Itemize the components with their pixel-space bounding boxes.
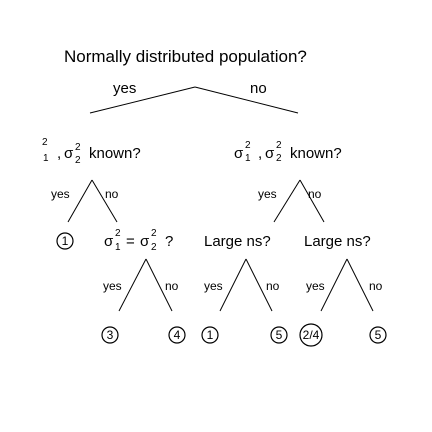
- svg-text:,: ,: [258, 145, 262, 162]
- svg-text:1: 1: [207, 328, 214, 342]
- svg-text:1: 1: [245, 153, 251, 164]
- svg-text:2: 2: [276, 153, 282, 164]
- svg-text:1: 1: [115, 242, 121, 253]
- root-yes-branch: [89, 86, 196, 114]
- large-ns-question-1: Large ns?: [204, 233, 271, 250]
- root-no-label: no: [250, 80, 267, 97]
- svg-text:2: 2: [245, 140, 251, 151]
- right-yes-branch: [273, 179, 301, 223]
- split-large-ns-2: yes no: [306, 258, 383, 312]
- svg-text:2: 2: [115, 228, 121, 239]
- svg-text:no: no: [266, 279, 280, 293]
- svg-text:1: 1: [43, 153, 49, 164]
- left-yes-branch: [67, 179, 93, 223]
- left-split-yes: yes: [51, 187, 70, 201]
- outcome-2-4: 2/4: [299, 323, 323, 347]
- right-no-branch: [299, 179, 325, 223]
- svg-text:?: ?: [165, 233, 173, 250]
- svg-text:2: 2: [151, 228, 157, 239]
- svg-text:σ: σ: [140, 233, 150, 250]
- left-variance-known-question: 2 1 , σ 2 2 known?: [42, 137, 141, 166]
- large-ns-question-2: Large ns?: [304, 233, 371, 250]
- svg-text:2: 2: [276, 140, 282, 151]
- root-no-branch: [194, 86, 299, 114]
- outcome-1-mid: 1: [201, 326, 219, 344]
- left-no-branch: [91, 179, 118, 223]
- svg-text:1: 1: [62, 234, 69, 248]
- svg-text:known?: known?: [290, 145, 342, 162]
- svg-text:σ: σ: [265, 145, 275, 162]
- svg-text:no: no: [369, 279, 383, 293]
- svg-text:2: 2: [75, 142, 81, 153]
- svg-text:2: 2: [151, 242, 157, 253]
- outcome-1-left: 1: [56, 232, 74, 250]
- svg-text:5: 5: [276, 328, 283, 342]
- split-equal-variance: yes no: [103, 258, 179, 312]
- svg-text:σ: σ: [64, 145, 74, 162]
- split-large-ns-1: yes no: [204, 258, 280, 312]
- svg-text:4: 4: [174, 328, 181, 342]
- outcome-3: 3: [101, 326, 119, 344]
- right-split-yes: yes: [258, 187, 277, 201]
- svg-text:σ: σ: [104, 233, 114, 250]
- root-question: Normally distributed population?: [64, 47, 307, 66]
- right-split-no: no: [308, 187, 322, 201]
- svg-text:σ: σ: [234, 145, 244, 162]
- svg-text:yes: yes: [306, 279, 325, 293]
- left-split-no: no: [105, 187, 119, 201]
- right-variance-known-question: σ 2 1 , σ 2 2 known?: [234, 140, 342, 164]
- svg-text:known?: known?: [89, 145, 141, 162]
- root-yes-label: yes: [113, 80, 136, 97]
- svg-text:yes: yes: [103, 279, 122, 293]
- outcome-5-right: 5: [369, 326, 387, 344]
- svg-text:5: 5: [375, 328, 382, 342]
- outcome-4: 4: [168, 326, 186, 344]
- svg-text:3: 3: [107, 328, 114, 342]
- svg-text:2: 2: [42, 137, 48, 148]
- svg-text:2: 2: [75, 155, 81, 166]
- svg-text:2/4: 2/4: [303, 328, 320, 342]
- equal-variance-question: σ 2 1 = σ 2 2 ?: [104, 228, 173, 253]
- svg-text:=: =: [126, 233, 135, 250]
- outcome-5-mid: 5: [270, 326, 288, 344]
- svg-text:yes: yes: [204, 279, 223, 293]
- svg-text:no: no: [165, 279, 179, 293]
- svg-text:,: ,: [57, 145, 61, 162]
